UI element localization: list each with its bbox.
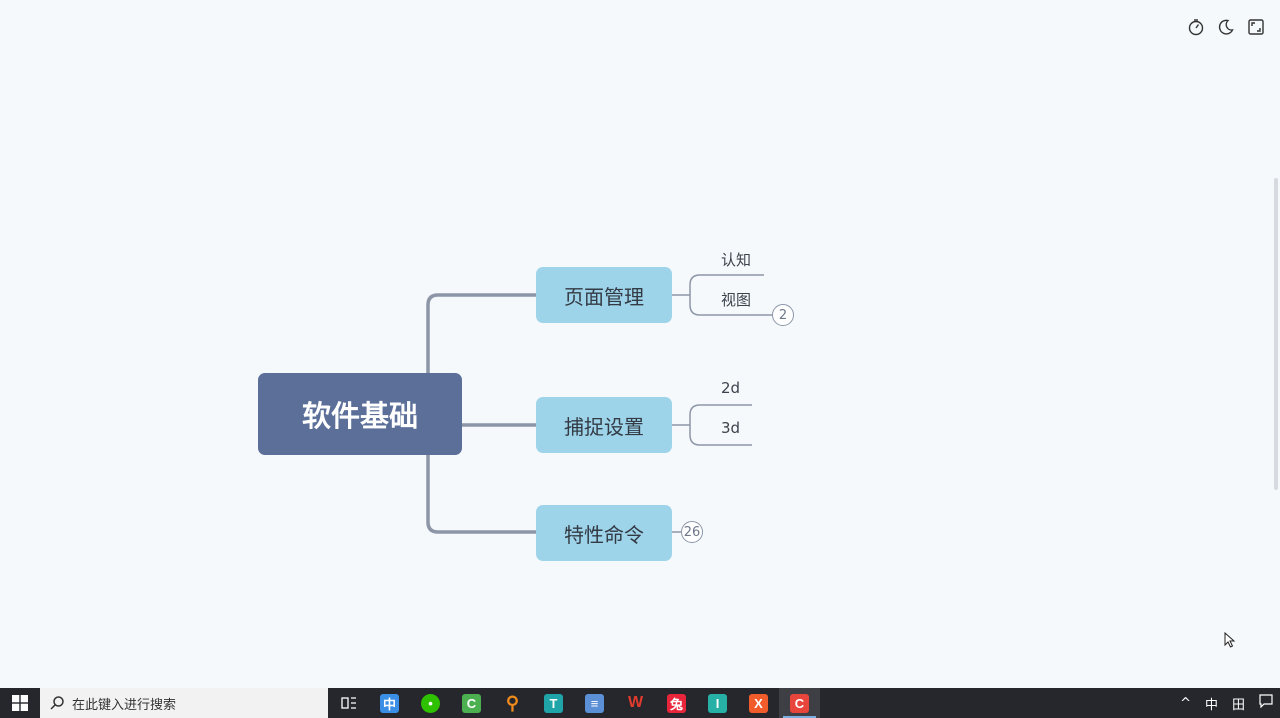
branch-label: 特性命令	[564, 522, 644, 547]
wechat-icon[interactable]: •	[410, 688, 451, 718]
branch-node-page-management[interactable]: 页面管理	[536, 267, 672, 323]
branch-node-property-commands[interactable]: 特性命令	[536, 505, 672, 561]
leaf-node-3d[interactable]: 3d	[721, 419, 741, 437]
tray-expand-icon[interactable]: ^	[1180, 695, 1191, 711]
mouse-cursor-icon	[1224, 631, 1236, 652]
leaf-node-2d[interactable]: 2d	[721, 379, 741, 397]
moon-icon[interactable]	[1215, 16, 1237, 38]
xmind-icon[interactable]: X	[738, 688, 779, 718]
camtasia-icon[interactable]: C	[779, 688, 820, 718]
search-placeholder: 在此键入进行搜索	[72, 697, 177, 713]
system-tray: ^ 中 田	[1173, 688, 1280, 718]
leaf-node-view[interactable]: 视图	[721, 291, 752, 309]
wps-icon[interactable]: W	[627, 694, 644, 711]
root-node[interactable]: 软件基础	[258, 373, 462, 455]
windows-taskbar: 在此键入进行搜索 中 • C ⚲ T ≡ W 兔 I X C ^ 中 田	[0, 688, 1280, 718]
rabbit-app-icon[interactable]: 兔	[656, 688, 697, 718]
document-icon[interactable]: ≡	[574, 688, 615, 718]
mindmap-connectors	[426, 274, 772, 534]
vertical-scrollbar[interactable]	[1274, 178, 1278, 490]
keyboard-layout-indicator[interactable]: 田	[1231, 697, 1245, 713]
timer-icon[interactable]	[1185, 16, 1207, 38]
search-orange-icon[interactable]: ⚲	[505, 692, 520, 713]
task-view-icon[interactable]	[328, 688, 369, 718]
typora-icon[interactable]: I	[697, 688, 738, 718]
branch-label: 捕捉设置	[564, 414, 644, 439]
app-blue-icon[interactable]: 中	[369, 688, 410, 718]
branch-node-snap-settings[interactable]: 捕捉设置	[536, 397, 672, 453]
branch-label: 页面管理	[564, 284, 644, 309]
leaf-node-cognition[interactable]: 认知	[721, 251, 752, 269]
collapsed-count-badge[interactable]: 2	[772, 304, 794, 326]
windows-start-button[interactable]	[0, 688, 40, 718]
fullscreen-icon[interactable]	[1245, 16, 1267, 38]
ime-indicator[interactable]: 中	[1204, 697, 1218, 713]
notification-icon[interactable]	[1252, 694, 1280, 712]
app-teal-icon[interactable]: T	[533, 688, 574, 718]
camtasia-green-icon[interactable]: C	[451, 688, 492, 718]
collapsed-count-badge[interactable]: 26	[681, 521, 703, 543]
search-icon	[50, 696, 64, 710]
taskbar-search-box[interactable]: 在此键入进行搜索	[40, 688, 328, 718]
root-node-label: 软件基础	[301, 399, 418, 433]
